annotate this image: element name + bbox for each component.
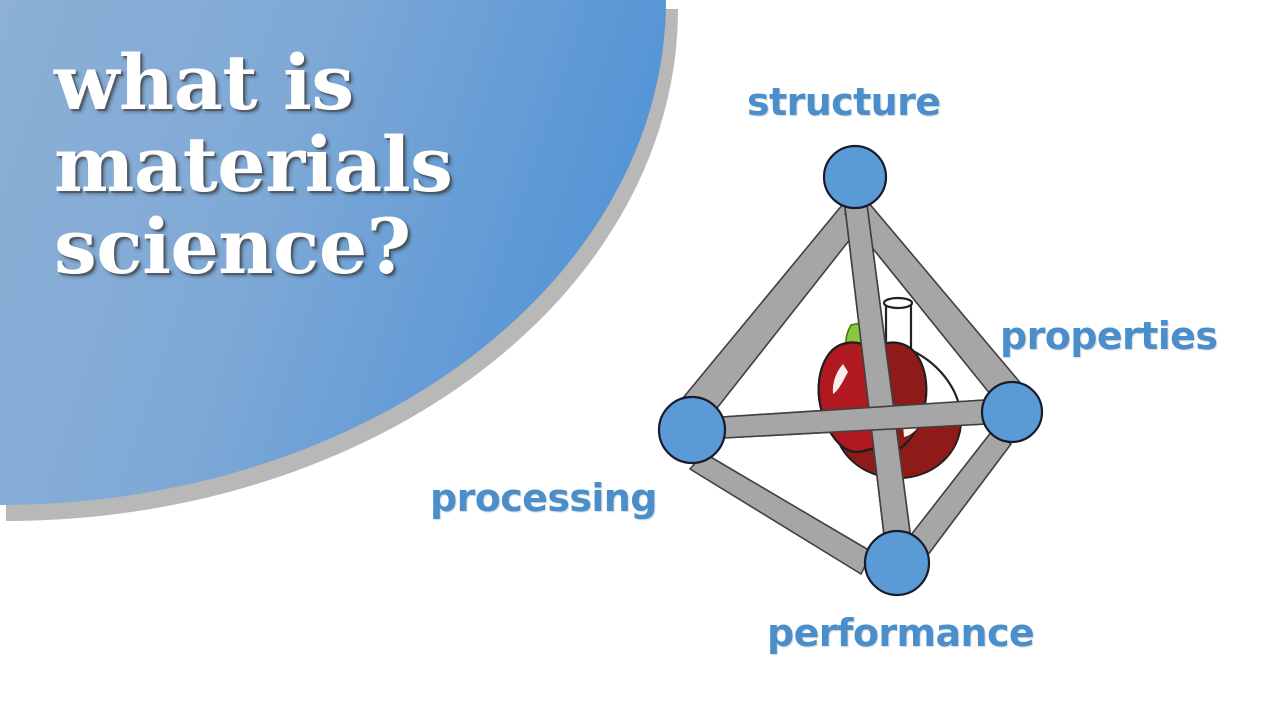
flask-lip — [882, 296, 914, 310]
label-properties: properties — [1000, 314, 1218, 358]
node-processing[interactable] — [657, 395, 727, 465]
tetrahedron-nodes — [657, 144, 1044, 597]
apple-highlight — [832, 364, 848, 394]
edge-processing-performance — [689, 452, 873, 575]
node-structure[interactable] — [822, 144, 888, 210]
label-performance: performance — [767, 611, 1035, 655]
label-structure: structure — [747, 80, 941, 124]
label-processing: processing — [430, 476, 657, 520]
node-properties[interactable] — [980, 380, 1044, 444]
tetrahedron-diagram — [620, 40, 1280, 700]
page-title: what is materials science? — [54, 38, 453, 292]
node-performance[interactable] — [863, 529, 931, 597]
